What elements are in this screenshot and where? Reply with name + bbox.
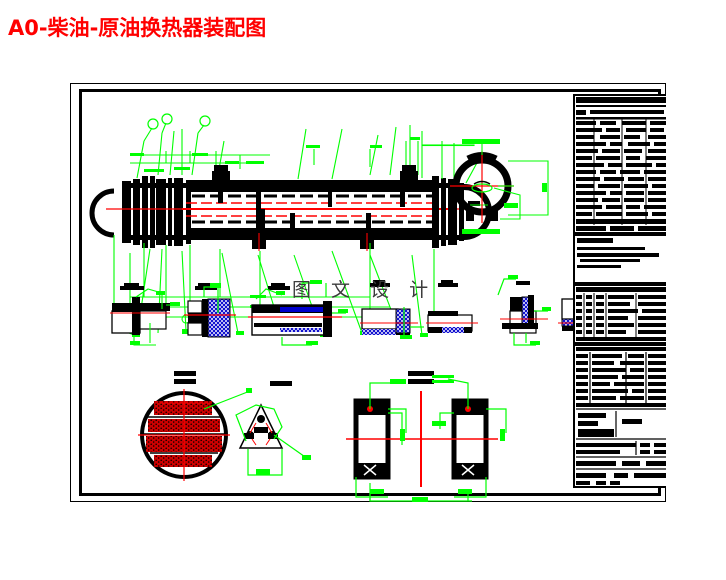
detail-view-6 bbox=[497, 275, 551, 346]
baffles bbox=[218, 189, 405, 235]
cad-drawing-sheet: 图 文 设 计 bbox=[70, 83, 666, 502]
detail-view-3 bbox=[248, 280, 348, 346]
shell-body bbox=[190, 180, 438, 240]
tube-rows bbox=[146, 401, 222, 467]
nozzle-schedule-table bbox=[573, 284, 666, 344]
parts-list-table bbox=[573, 94, 666, 234]
tube-bundle bbox=[186, 194, 442, 224]
view-saddle-support bbox=[346, 371, 507, 502]
main-title-block bbox=[573, 344, 666, 488]
technical-requirements-block bbox=[573, 234, 666, 284]
view-tube-pitch-triangle bbox=[235, 381, 311, 476]
view-tubesheet-layout bbox=[138, 371, 252, 481]
view-end-cross-section bbox=[450, 139, 549, 234]
cad-geometry bbox=[89, 94, 666, 502]
watermark-text: 图 文 设 计 bbox=[292, 279, 436, 301]
nozzles bbox=[212, 165, 418, 181]
left-channel-head bbox=[89, 176, 191, 248]
detail-view-5 bbox=[426, 280, 478, 333]
detail-view-1 bbox=[110, 283, 180, 346]
detail-view-2 bbox=[184, 283, 236, 338]
page-title: A0-柴油-原油换热器装配图 bbox=[8, 16, 267, 40]
detail-view-4 bbox=[360, 280, 424, 339]
